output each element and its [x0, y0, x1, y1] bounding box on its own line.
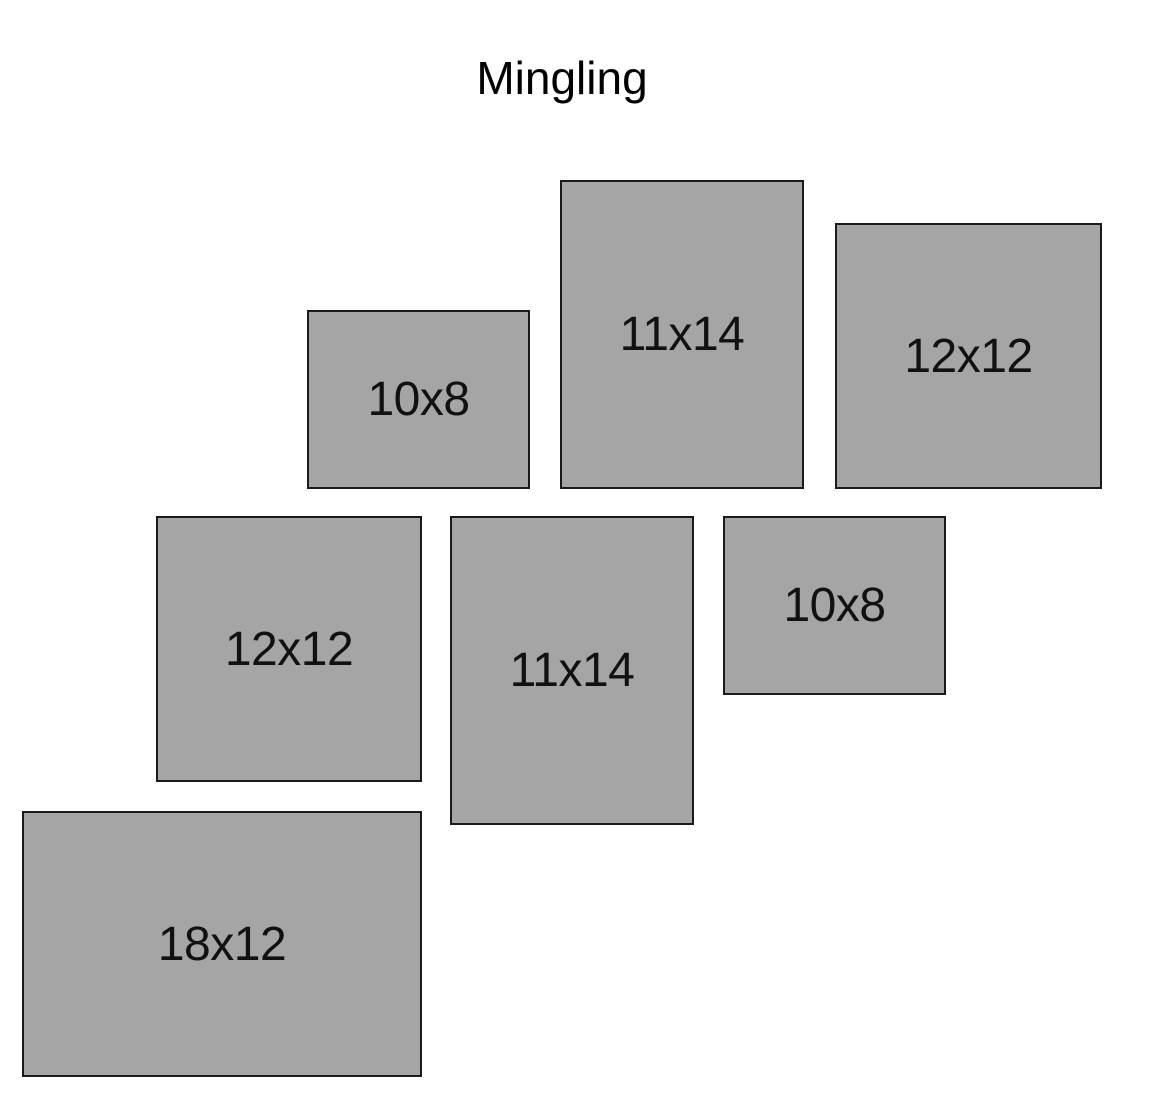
frame-label: 11x14 — [619, 308, 745, 361]
frame-label: 18x12 — [157, 917, 287, 971]
frame-18x12-bottom: 18x12 — [22, 811, 422, 1077]
frame-11x14-top: 11x14 — [560, 180, 804, 489]
frame-12x12-middle: 12x12 — [156, 516, 422, 782]
frame-12x12-top: 12x12 — [835, 223, 1102, 489]
frame-label: 10x8 — [783, 579, 886, 632]
frame-label: 12x12 — [224, 622, 354, 676]
frame-11x14-middle: 11x14 — [450, 516, 694, 825]
frame-label: 10x8 — [367, 373, 470, 426]
frame-label: 11x14 — [509, 644, 635, 697]
diagram-title: Mingling — [476, 52, 648, 104]
frame-10x8-top: 10x8 — [307, 310, 530, 489]
frame-10x8-middle: 10x8 — [723, 516, 946, 695]
frame-label: 12x12 — [904, 329, 1033, 383]
